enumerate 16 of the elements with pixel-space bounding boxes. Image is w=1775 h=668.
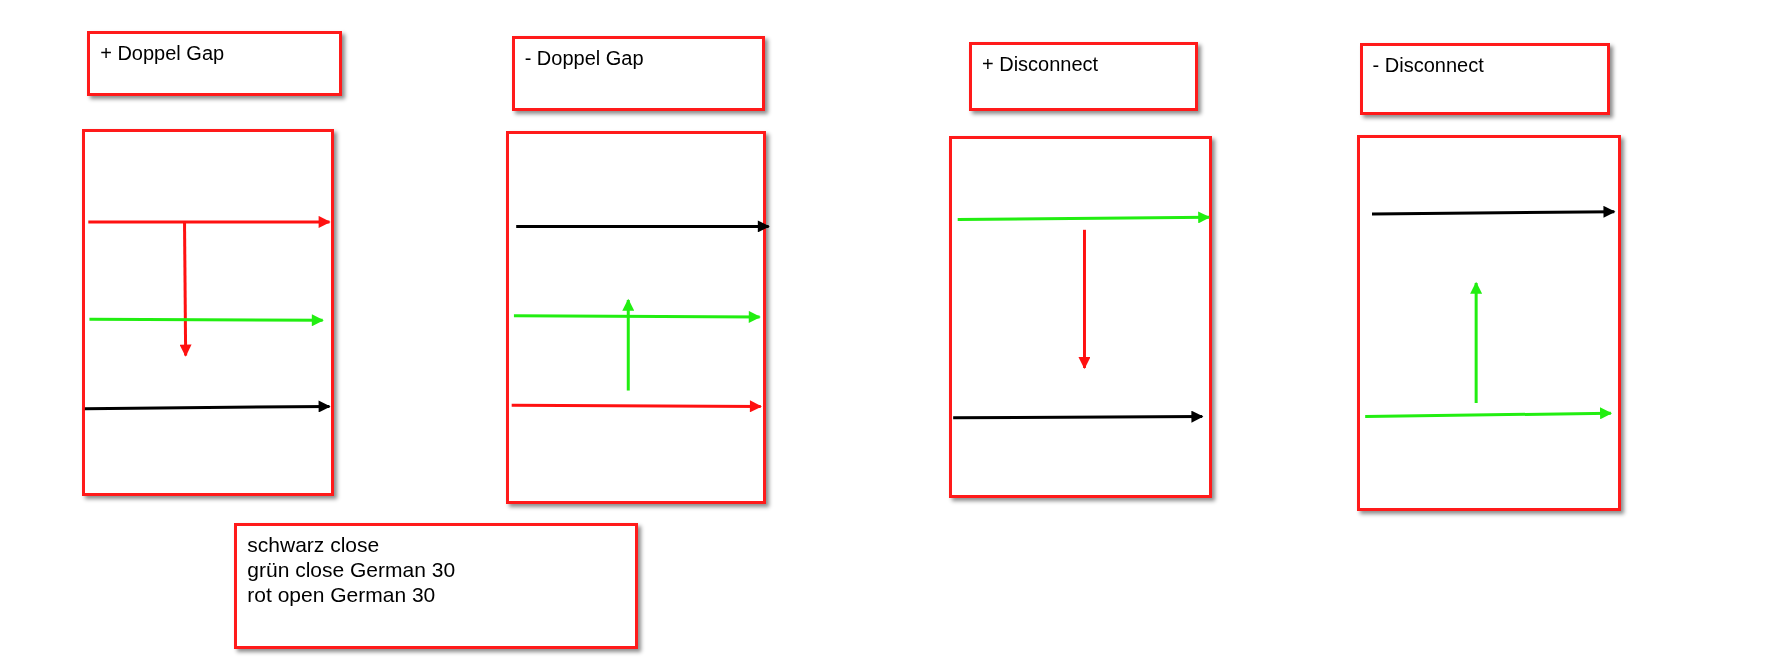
title-text: - Disconnect (1372, 54, 1484, 77)
title-text: + Doppel Gap (100, 41, 225, 65)
chart-panel (1357, 134, 1622, 511)
chart-panel (948, 135, 1213, 499)
title-box (1359, 43, 1610, 116)
chart-panel (81, 129, 334, 496)
title-box (511, 36, 766, 111)
title-text: + Disconnect (982, 52, 1099, 76)
legend-text: grün close German 30 (247, 557, 456, 582)
legend-text: rot open German 30 (247, 582, 437, 607)
chart-panel (506, 131, 767, 504)
legend-text: schwarz close (247, 532, 381, 557)
legend-box (234, 523, 639, 649)
title-box (87, 30, 342, 97)
title-box (969, 41, 1198, 111)
title-text: - Doppel Gap (524, 47, 644, 71)
